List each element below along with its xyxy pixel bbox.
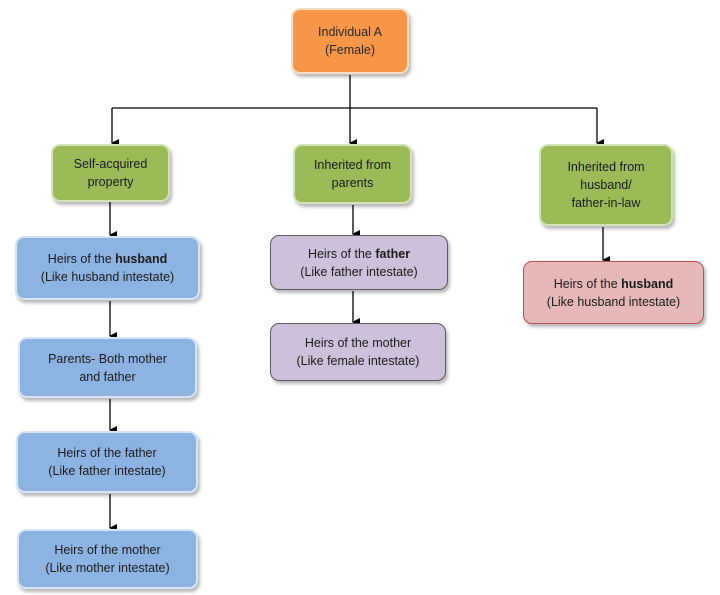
node-individual-a-line1: Individual A [318, 25, 382, 39]
node-parents-heirs-father-bold: father [375, 246, 411, 261]
node-self-heirs-father-line2: (Like father intestate) [48, 464, 166, 478]
node-self-heirs-mother-line1: Heirs of the mother [54, 543, 161, 557]
node-parents-heirs-mother-line1: Heirs of the mother [304, 336, 412, 350]
node-self-parents-line2: and father [79, 369, 136, 384]
node-parents-heirs-mother-line2: (Like female intestate) [296, 354, 420, 368]
node-inherited-husband-line2: husband/ [580, 178, 632, 192]
node-husband-heirs-husband-bold: husband [621, 276, 674, 291]
node-self-parents-both: Parents- Both mother and father [18, 337, 197, 398]
node-self-parents-line1: Parents- Both mother [48, 351, 167, 366]
node-husband-heirs-of-husband: Heirs of the husband (Like husband intes… [523, 261, 704, 324]
node-self-heirs-of-mother: Heirs of the mother (Like mother intesta… [17, 529, 198, 589]
node-inherited-parents-line2: parents [331, 176, 374, 190]
node-self-heirs-of-husband: Heirs of the husband (Like husband intes… [15, 236, 200, 300]
node-parents-heirs-father-line1: Heirs of the father [308, 245, 410, 263]
node-self-heirs-husband-line1: Heirs of the husband [48, 250, 167, 268]
node-parents-heirs-father-prefix: Heirs of the [307, 246, 376, 261]
node-inherited-from-parents: Inherited from parents [293, 144, 412, 204]
node-inherited-husband-line3: father-in-law [571, 196, 641, 210]
node-self-heirs-husband-prefix: Heirs of the [47, 252, 116, 266]
node-individual-a: Individual A (Female) [291, 8, 409, 74]
node-self-heirs-mother-line2: (Like mother intestate) [45, 561, 170, 575]
node-self-acquired-line2: property [87, 175, 134, 189]
node-self-heirs-father-line1: Heirs of the father [57, 446, 157, 460]
node-self-heirs-husband-bold: husband [115, 252, 168, 266]
node-self-heirs-of-father: Heirs of the father (Like father intesta… [16, 431, 198, 493]
node-parents-heirs-of-mother: Heirs of the mother (Like female intesta… [270, 323, 446, 381]
node-husband-heirs-husband-prefix: Heirs of the [553, 276, 622, 291]
node-husband-heirs-husband-line1: Heirs of the husband [554, 275, 673, 293]
node-inherited-parents-line1: Inherited from [313, 158, 392, 172]
node-self-acquired-line1: Self-acquired [73, 157, 148, 171]
node-parents-heirs-of-father: Heirs of the father (Like father intesta… [270, 235, 448, 290]
node-parents-heirs-father-line2: (Like father intestate) [300, 264, 418, 279]
node-inherited-from-husband: Inherited from husband/ father-in-law [539, 144, 673, 226]
node-self-acquired-property: Self-acquired property [51, 144, 170, 202]
node-inherited-husband-line1: Inherited from [567, 160, 645, 174]
node-self-heirs-husband-line2: (Like husband intestate) [40, 270, 175, 284]
node-husband-heirs-husband-line2: (Like husband intestate) [546, 294, 681, 309]
node-individual-a-line2: (Female) [324, 43, 375, 57]
